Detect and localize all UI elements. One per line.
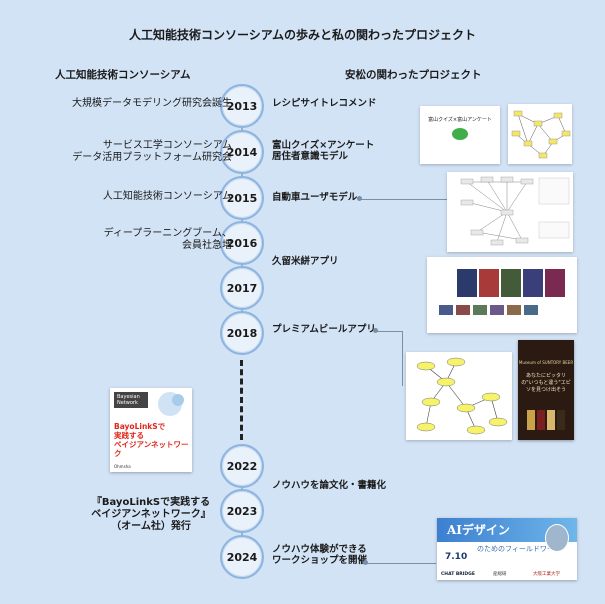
right-column-header: 安松の関わったプロジェクト [345, 69, 482, 81]
year-2024: 2024 [220, 535, 264, 579]
year-2013: 2013 [220, 84, 264, 128]
project-car-user: 自動車ユーザモデル [272, 192, 358, 203]
org-logo-aist: 産総研 [493, 572, 507, 577]
timeline-gap-dashes [240, 360, 243, 440]
car-user-network-thumb [447, 172, 573, 252]
beer-cans-icon [518, 410, 574, 430]
book-graphic-icon [158, 392, 184, 416]
quiz-mascot-icon [452, 128, 468, 140]
year-2023: 2023 [220, 489, 264, 533]
year-2014: 2014 [220, 130, 264, 174]
org-logo-chatbridge: CHAT BRIDGE [441, 572, 475, 577]
recipe-network-thumb [508, 104, 572, 164]
org-logo-oit: 大阪工業大学 [533, 572, 560, 577]
publisher-logo: Ohmsha [114, 464, 131, 469]
kurume-kasuri-app-thumb [427, 257, 577, 333]
connector-beer-v [402, 331, 403, 386]
book-title: BayoLinkSで 実践する ベイジアンネットワーク [114, 422, 189, 458]
project-workshop: ノウハウ体験ができる ワークショップを開催 [272, 544, 368, 566]
left-event-2014: サービス工学コンソーシアム データ活用プラットフォーム研究会 [72, 140, 232, 163]
kasuri-fabric-grid [427, 257, 577, 299]
connector-car [360, 199, 450, 200]
page-title: 人工知能技術コンソーシアムの歩みと私の関わったプロジェクト [129, 28, 476, 42]
year-2017: 2017 [220, 266, 264, 310]
left-event-2023: 『BayoLinkSで実践する ベイジアンネットワーク』 （オーム社）発行 [91, 497, 211, 532]
year-2018: 2018 [220, 311, 264, 355]
beer-network-graph-icon [416, 357, 508, 435]
project-beer: プレミアムビールアプリ [272, 324, 376, 335]
book-cover: Bayesian Network BayoLinkSで 実践する ベイジアンネッ… [110, 388, 192, 472]
year-2022: 2022 [220, 444, 264, 488]
workshop-title: AIデザイン [447, 523, 510, 537]
workshop-subtitle: のためのフィールドワーク [477, 545, 561, 553]
workshop-date: 7.10 [445, 552, 468, 562]
left-column-header: 人工知能技術コンソーシアム [55, 69, 191, 81]
year-2015: 2015 [220, 176, 264, 220]
beer-network-thumb [406, 352, 512, 440]
network-graph-icon [511, 110, 571, 159]
beer-museum-poster: Museum of SUNTORY BEER あなたにピッタリの"いつもと違う"… [518, 340, 574, 440]
connector-dot [357, 196, 362, 201]
left-event-2015: 人工知能技術コンソーシアム [102, 191, 232, 202]
project-kurume: 久留米絣アプリ [272, 256, 339, 267]
toyama-quiz-slide: 富山クイズ×富山アンケート [420, 106, 500, 164]
left-event-2013: 大規模データモデリング研究会誕生 [72, 98, 232, 109]
book-badge: Bayesian Network [114, 392, 148, 408]
connector-workshop [366, 563, 436, 564]
speaker-photo [545, 524, 569, 552]
car-network-graph-icon [460, 176, 570, 246]
left-event-2016: ディープラーニングブーム、 会員社急増 [103, 228, 232, 251]
workshop-banner: AIデザイン のためのフィールドワーク 7.10 CHAT BRIDGE 産総研… [437, 518, 577, 580]
project-toyama: 富山クイズ×アンケート 居住者意識モデル [272, 140, 375, 162]
connector-dot [363, 560, 368, 565]
project-papers-books: ノウハウを論文化・書籍化 [272, 480, 387, 491]
connector-beer [376, 331, 402, 332]
project-recipe: レシピサイトレコメンド [272, 98, 377, 109]
connector-dot [373, 328, 378, 333]
year-2016: 2016 [220, 221, 264, 265]
